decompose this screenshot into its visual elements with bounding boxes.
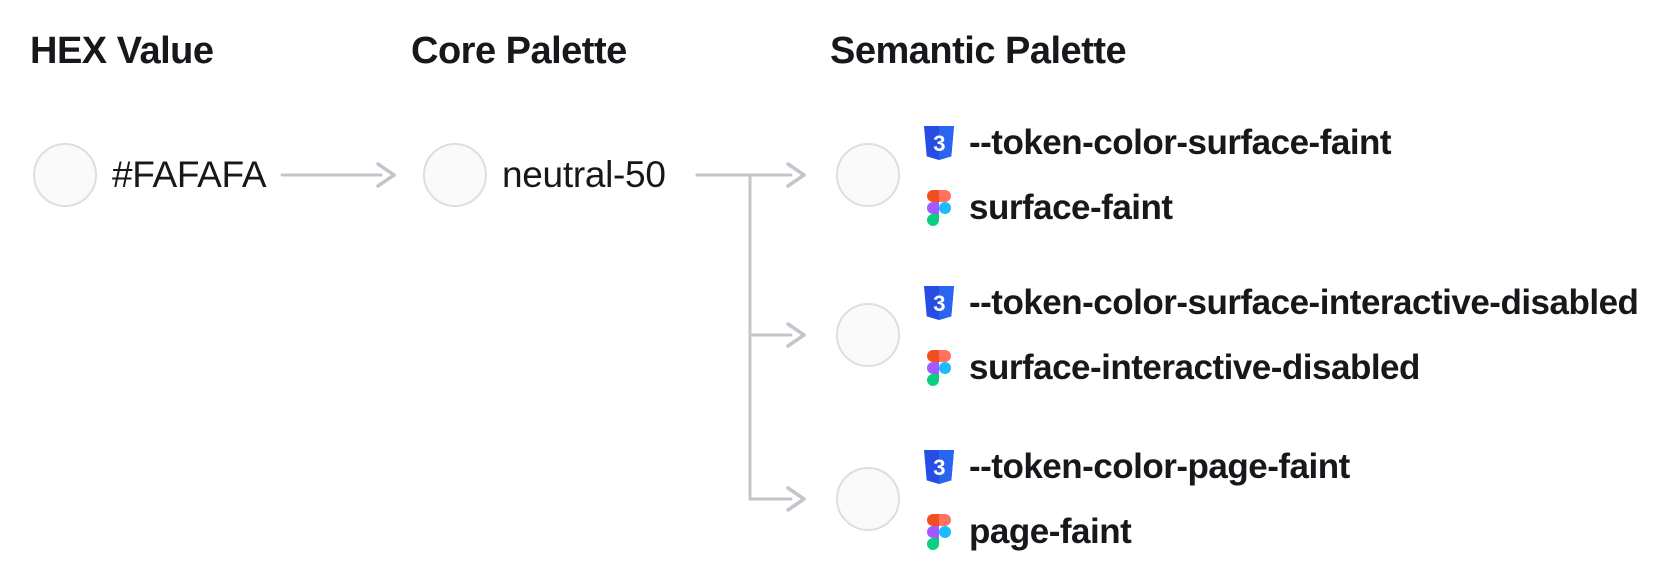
figma-token-name: surface-faint [969,187,1173,227]
figma-token-line: page-faint [922,499,1350,564]
css-token-line: 3 --token-color-surface-interactive-disa… [922,270,1639,335]
svg-text:3: 3 [933,131,945,156]
color-swatch-semantic-2 [836,303,900,367]
color-swatch-semantic-1 [836,143,900,207]
arrowhead [786,322,806,348]
svg-text:3: 3 [933,291,945,316]
hex-value-label: #FAFAFA [112,154,267,195]
semantic-token-row: 3 --token-color-surface-faint surface-fa… [836,110,1392,240]
core-palette-node: neutral-50 [423,143,666,207]
column-title-hex-value: HEX Value [30,30,214,72]
figma-logo-icon [922,513,956,550]
color-swatch-hex [33,143,97,207]
figma-logo-icon [922,189,956,226]
css3-shield-icon: 3 [922,449,956,484]
column-title-semantic-palette: Semantic Palette [830,30,1127,72]
css-token-line: 3 --token-color-surface-faint [922,110,1392,175]
arrowhead [786,162,806,188]
figma-token-line: surface-faint [922,175,1391,240]
arrowhead [376,162,396,188]
figma-token-name: page-faint [969,511,1132,551]
color-swatch-semantic-3 [836,467,900,531]
css3-shield-icon: 3 [922,125,956,160]
semantic-token-row: 3 --token-color-surface-interactive-disa… [836,270,1639,400]
figma-logo-icon [922,349,956,386]
semantic-token-row: 3 --token-color-page-faint page-faint [836,434,1350,564]
figma-token-line: surface-interactive-disabled [922,335,1638,400]
css-token-name: --token-color-surface-faint [969,122,1392,162]
svg-text:3: 3 [933,455,945,480]
css3-shield-icon: 3 [922,285,956,320]
css-token-name: --token-color-surface-interactive-disabl… [969,282,1639,322]
arrowhead [786,486,806,512]
color-swatch-core [423,143,487,207]
css-token-name: --token-color-page-faint [969,446,1350,486]
figma-token-name: surface-interactive-disabled [969,347,1420,387]
css-token-line: 3 --token-color-page-faint [922,434,1350,499]
column-title-core-palette: Core Palette [411,30,627,72]
hex-value-node: #FAFAFA [33,143,267,207]
core-palette-label: neutral-50 [502,154,666,195]
